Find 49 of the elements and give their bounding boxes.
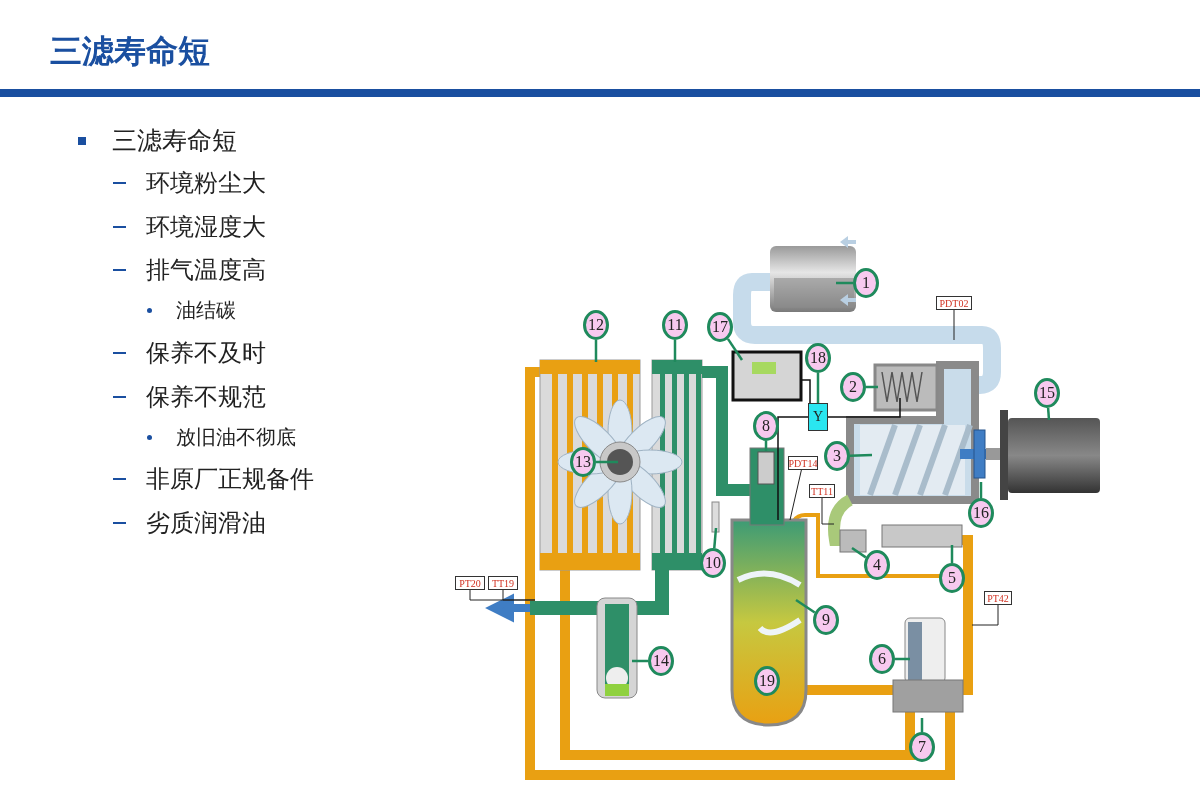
list-item-text: 排气温度高 — [146, 255, 266, 286]
callout-number: 6 — [869, 644, 895, 674]
sensor-tag: PDT02 — [936, 296, 972, 310]
list-item-text: 保养不规范 — [146, 382, 266, 413]
leader-line — [1046, 407, 1051, 421]
leader-line — [673, 340, 677, 362]
leader-line — [849, 453, 873, 457]
callout-number: 15 — [1034, 378, 1060, 408]
list-item-text: 劣质润滑油 — [146, 508, 266, 539]
callout-number: 1 — [853, 268, 879, 298]
leader-line — [726, 338, 744, 361]
list-item-text: 油结碳 — [176, 297, 236, 324]
callout-number: 12 — [583, 310, 609, 340]
callout-number: 14 — [648, 646, 674, 676]
list-item-text: 保养不及时 — [146, 338, 266, 369]
leader-line — [821, 497, 835, 525]
callout-number: 8 — [753, 411, 779, 441]
sensor-tag: PT42 — [984, 591, 1012, 605]
callout-number: 7 — [909, 732, 935, 762]
sensor-tag: TT19 — [488, 576, 518, 590]
leader-line — [795, 598, 816, 614]
callout-number: 17 — [707, 312, 733, 342]
solenoid-valve-box: Y — [808, 403, 828, 431]
sensor-tag: TT11 — [809, 484, 835, 498]
leader-line — [594, 340, 598, 362]
list-item-text: 三滤寿命短 — [112, 125, 237, 157]
callout-number: 3 — [824, 441, 850, 471]
leader-line — [502, 589, 536, 601]
callout-number: 18 — [805, 343, 831, 373]
callout-number: 10 — [700, 548, 726, 578]
list-item-text: 环境湿度大 — [146, 212, 266, 243]
list-item-text: 环境粉尘大 — [146, 168, 266, 199]
callout-number: 5 — [939, 563, 965, 593]
list-item-text: 非原厂正规备件 — [146, 464, 314, 495]
callout-number: 4 — [864, 550, 890, 580]
leader-line — [816, 373, 820, 403]
leader-line — [596, 460, 618, 464]
slide-title: 三滤寿命短 — [50, 31, 210, 72]
leader-line — [953, 309, 955, 341]
leader-line — [789, 469, 802, 521]
callout-number: 16 — [968, 498, 994, 528]
list-item-text: 放旧油不彻底 — [176, 424, 296, 451]
callout-number: 9 — [813, 605, 839, 635]
leader-line — [851, 546, 867, 559]
leader-line — [971, 604, 999, 626]
sensor-tag: PT20 — [455, 576, 485, 590]
callout-number: 11 — [662, 310, 688, 340]
leader-line — [713, 527, 718, 549]
callout-number: 2 — [840, 372, 866, 402]
